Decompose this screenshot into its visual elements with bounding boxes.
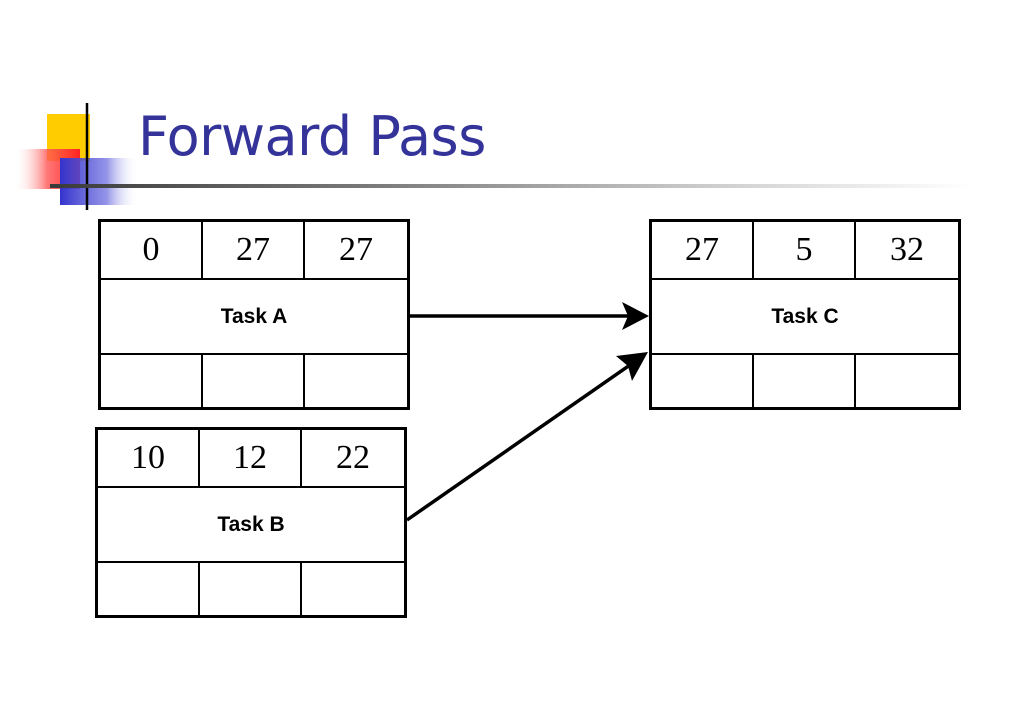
logo-blue-square bbox=[60, 158, 138, 205]
slide-title: Forward Pass bbox=[138, 105, 486, 168]
task-c-name: Task C bbox=[652, 280, 958, 355]
task-a-late-finish bbox=[305, 355, 407, 407]
task-b-early-finish: 22 bbox=[302, 430, 404, 488]
task-c-duration: 5 bbox=[754, 222, 856, 280]
task-a-duration: 27 bbox=[203, 222, 305, 280]
title-underline bbox=[50, 184, 970, 188]
task-c-late-finish bbox=[856, 355, 958, 407]
task-node-b: 10 12 22 Task B bbox=[95, 427, 407, 618]
task-c-early-finish: 32 bbox=[856, 222, 958, 280]
arrow-task-b-to-task-c bbox=[406, 356, 641, 522]
task-b-early-start: 10 bbox=[98, 430, 200, 488]
task-b-late-start bbox=[98, 563, 200, 615]
task-b-slack bbox=[200, 563, 302, 615]
task-node-c: 27 5 32 Task C bbox=[649, 219, 961, 410]
task-node-a: 0 27 27 Task A bbox=[98, 219, 410, 410]
arrow-head-b-to-c bbox=[616, 352, 648, 381]
task-c-slack bbox=[754, 355, 856, 407]
task-a-early-start: 0 bbox=[101, 222, 203, 280]
task-b-late-finish bbox=[302, 563, 404, 615]
task-c-late-start bbox=[652, 355, 754, 407]
task-a-early-finish: 27 bbox=[305, 222, 407, 280]
task-a-late-start bbox=[101, 355, 203, 407]
task-a-slack bbox=[203, 355, 305, 407]
arrow-head-a-to-c bbox=[622, 302, 649, 330]
task-b-duration: 12 bbox=[200, 430, 302, 488]
task-a-name: Task A bbox=[101, 280, 407, 355]
task-b-name: Task B bbox=[98, 488, 404, 563]
task-c-early-start: 27 bbox=[652, 222, 754, 280]
